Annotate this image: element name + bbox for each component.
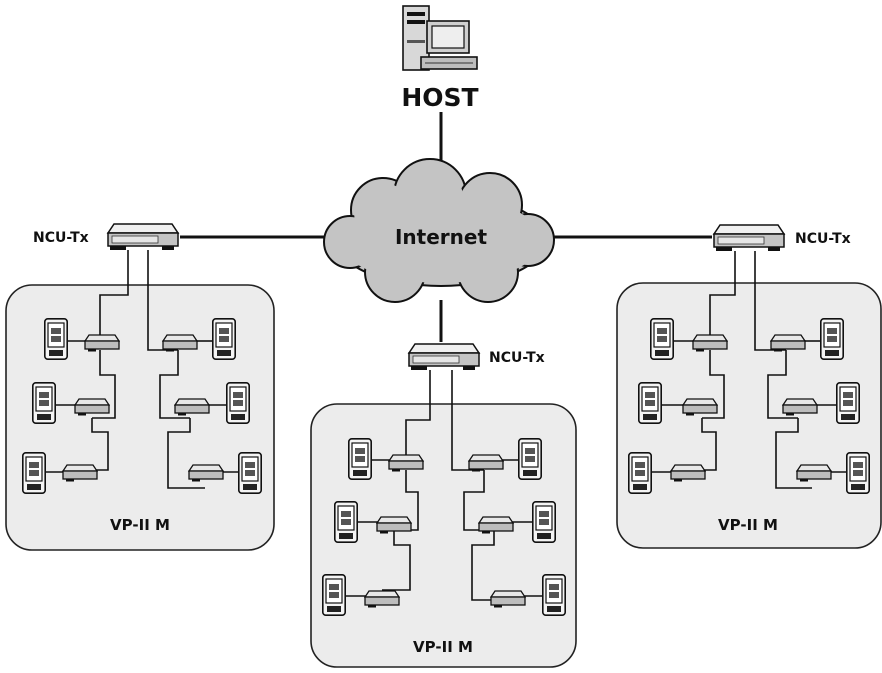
- right-group-label: VP-II M: [718, 516, 778, 534]
- right-phone-2-icon: [820, 318, 844, 360]
- left-phone-6-icon: [238, 452, 262, 494]
- left-node-4-icon: [174, 398, 210, 416]
- left-phone-2-icon: [212, 318, 236, 360]
- right-phone-5-icon: [628, 452, 652, 494]
- left-phone-3-icon: [32, 382, 56, 424]
- center-phone-2-icon: [518, 438, 542, 480]
- center-phone-1-icon: [348, 438, 372, 480]
- center-phone-5-icon: [322, 574, 346, 616]
- right-phone-4-icon: [836, 382, 860, 424]
- center-group-label: VP-II M: [413, 638, 473, 656]
- internet-cloud-icon: [323, 158, 555, 303]
- right-node-6-icon: [796, 464, 832, 482]
- left-node-1-icon: [84, 334, 120, 352]
- right-node-3-icon: [682, 398, 718, 416]
- left-node-6-icon: [188, 464, 224, 482]
- center-node-4-icon: [478, 516, 514, 534]
- internet-label: Internet: [395, 225, 487, 249]
- left-node-2-icon: [162, 334, 198, 352]
- left-group-wiring: [46, 250, 238, 489]
- center-phone-3-icon: [334, 501, 358, 543]
- left-phone-4-icon: [226, 382, 250, 424]
- right-phone-1-icon: [650, 318, 674, 360]
- right-node-4-icon: [782, 398, 818, 416]
- left-group-label: VP-II M: [110, 516, 170, 534]
- center-phone-4-icon: [532, 501, 556, 543]
- ncu-right-label: NCU-Tx: [795, 231, 851, 247]
- center-node-1-icon: [388, 454, 424, 472]
- right-group-region: [616, 282, 882, 549]
- ncu-gateway-center-icon: [408, 343, 480, 371]
- right-phone-6-icon: [846, 452, 870, 494]
- right-node-5-icon: [670, 464, 706, 482]
- left-group-region: [5, 284, 275, 551]
- host-label: HOST: [401, 83, 478, 112]
- center-node-6-icon: [490, 590, 526, 608]
- center-node-3-icon: [376, 516, 412, 534]
- ncu-gateway-left-icon: [107, 223, 179, 251]
- ncu-gateway-right-icon: [713, 224, 785, 252]
- host-computer-icon: [402, 5, 478, 71]
- center-phone-6-icon: [542, 574, 566, 616]
- right-phone-3-icon: [638, 382, 662, 424]
- right-node-1-icon: [692, 334, 728, 352]
- right-node-2-icon: [770, 334, 806, 352]
- left-node-3-icon: [74, 398, 110, 416]
- ncu-left-label: NCU-Tx: [33, 230, 89, 246]
- left-phone-1-icon: [44, 318, 68, 360]
- center-node-2-icon: [468, 454, 504, 472]
- left-phone-5-icon: [22, 452, 46, 494]
- ncu-center-label: NCU-Tx: [489, 350, 545, 366]
- center-node-5-icon: [364, 590, 400, 608]
- left-node-5-icon: [62, 464, 98, 482]
